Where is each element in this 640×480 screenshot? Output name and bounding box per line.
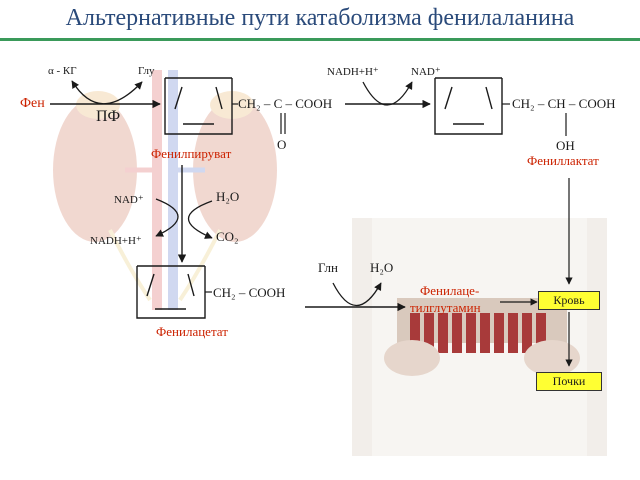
lactate-side-chain: CH₂ – CH – COOH: [512, 96, 616, 111]
blood-box: Кровь: [538, 291, 600, 310]
cofactor-nadh: NADH+H⁺: [327, 66, 379, 78]
cofactor-curve-step1: [71, 80, 143, 105]
cofactor-nad: NAD⁺: [411, 66, 441, 78]
title-divider: [0, 38, 640, 41]
cofactor-akg: α - КГ: [48, 65, 77, 77]
benzene-ring-phenylpyruvate: [164, 77, 233, 135]
water-step4: H₂O: [370, 260, 394, 275]
product-phenylacetylglutamine-line2: тилглутамин: [410, 300, 481, 315]
cofactor-curve-step2: [362, 81, 413, 106]
page-title: Альтернативные пути катаболизма фенилала…: [65, 5, 575, 31]
cofactor-gln: Глн: [318, 260, 338, 275]
cofactor-curve-step4: [332, 282, 382, 307]
cofactor-nadh-step3: NADH+H⁺: [90, 235, 142, 247]
cofactor-curve-step3-right: [188, 200, 213, 239]
benzene-ring-phenyllactate: [434, 77, 503, 135]
product-phenylacetylglutamine-line1: Фенилаце-: [420, 283, 480, 298]
acetate-side-chain: CH₂ – COOH: [213, 285, 286, 300]
enzyme-pf: ПФ: [96, 108, 121, 125]
cofactor-glu: Глу: [138, 65, 155, 77]
product-phenylacetate: Фенилацетат: [156, 324, 228, 339]
product-phenyllactate: Фениллактат: [527, 153, 599, 168]
keto-oxygen: O: [277, 137, 287, 152]
water-step3: H₂O: [216, 189, 240, 204]
co2-release: CO₂: [216, 229, 239, 244]
kidneys-box: Почки: [536, 372, 602, 391]
substrate-fen: Фен: [20, 96, 45, 111]
cofactor-curve-step3-left: [155, 198, 179, 237]
benzene-ring-phenylacetate: [136, 265, 206, 319]
hydroxyl-group: OH: [556, 138, 575, 153]
pyruvate-side-chain: CH₂ – C – COOH: [238, 96, 333, 111]
product-phenylpyruvate: Фенилпируват: [151, 146, 232, 161]
cofactor-nad-step3: NAD⁺: [114, 194, 144, 206]
